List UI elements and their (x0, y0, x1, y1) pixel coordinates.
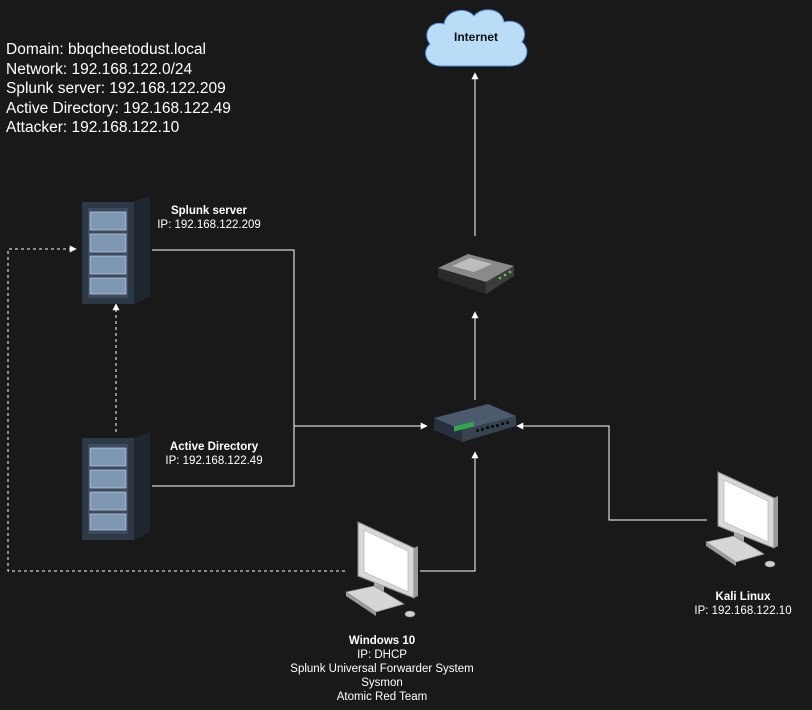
kali-title: Kali Linux (715, 591, 771, 603)
edge-ad-switch (152, 426, 295, 487)
ad-label: Active Directory IP: 192.168.122.49 (150, 440, 278, 468)
windows-detail-forwarder: Splunk Universal Forwarder System (290, 663, 474, 675)
edge-windows-switch (420, 451, 479, 572)
switch-icon (434, 404, 516, 442)
ad-title: Active Directory (169, 441, 259, 453)
kali-label: Kali Linux IP: 192.168.122.10 (676, 590, 810, 618)
splunk-title: Splunk server (170, 205, 248, 217)
info-ad: Active Directory: 192.168.122.49 (6, 99, 231, 117)
internet-label: Internet (453, 30, 498, 44)
ad-ip: IP: 192.168.122.49 (165, 455, 263, 467)
kali-ip: IP: 192.168.122.10 (694, 605, 792, 617)
splunk-server-icon (82, 196, 150, 304)
windows-pc-icon (344, 521, 418, 618)
windows-label: Windows 10 IP: DHCP Splunk Universal For… (276, 634, 488, 704)
edge-kali-switch (516, 422, 707, 521)
network-info: Domain: bbqcheetodust.local Network: 192… (6, 40, 231, 138)
windows-detail-sysmon: Sysmon (361, 677, 403, 689)
info-domain: Domain: bbqcheetodust.local (6, 41, 206, 58)
edge-splunk-switch (152, 249, 295, 426)
edge-windows-splunk-log (7, 245, 345, 572)
info-network: Network: 192.168.122.0/24 (6, 60, 193, 78)
active-directory-server-icon (82, 432, 150, 540)
windows-detail-atomic: Atomic Red Team (336, 691, 428, 703)
windows-ip: IP: DHCP (357, 649, 407, 661)
windows-title: Windows 10 (348, 635, 416, 647)
internet-cloud-icon (425, 9, 528, 67)
router-icon (438, 254, 514, 294)
info-attacker: Attacker: 192.168.122.10 (6, 119, 180, 136)
info-splunk: Splunk server: 192.168.122.209 (6, 80, 226, 97)
kali-pc-icon (704, 471, 778, 568)
splunk-label: Splunk server IP: 192.168.122.209 (150, 204, 268, 232)
splunk-ip: IP: 192.168.122.209 (157, 219, 261, 231)
